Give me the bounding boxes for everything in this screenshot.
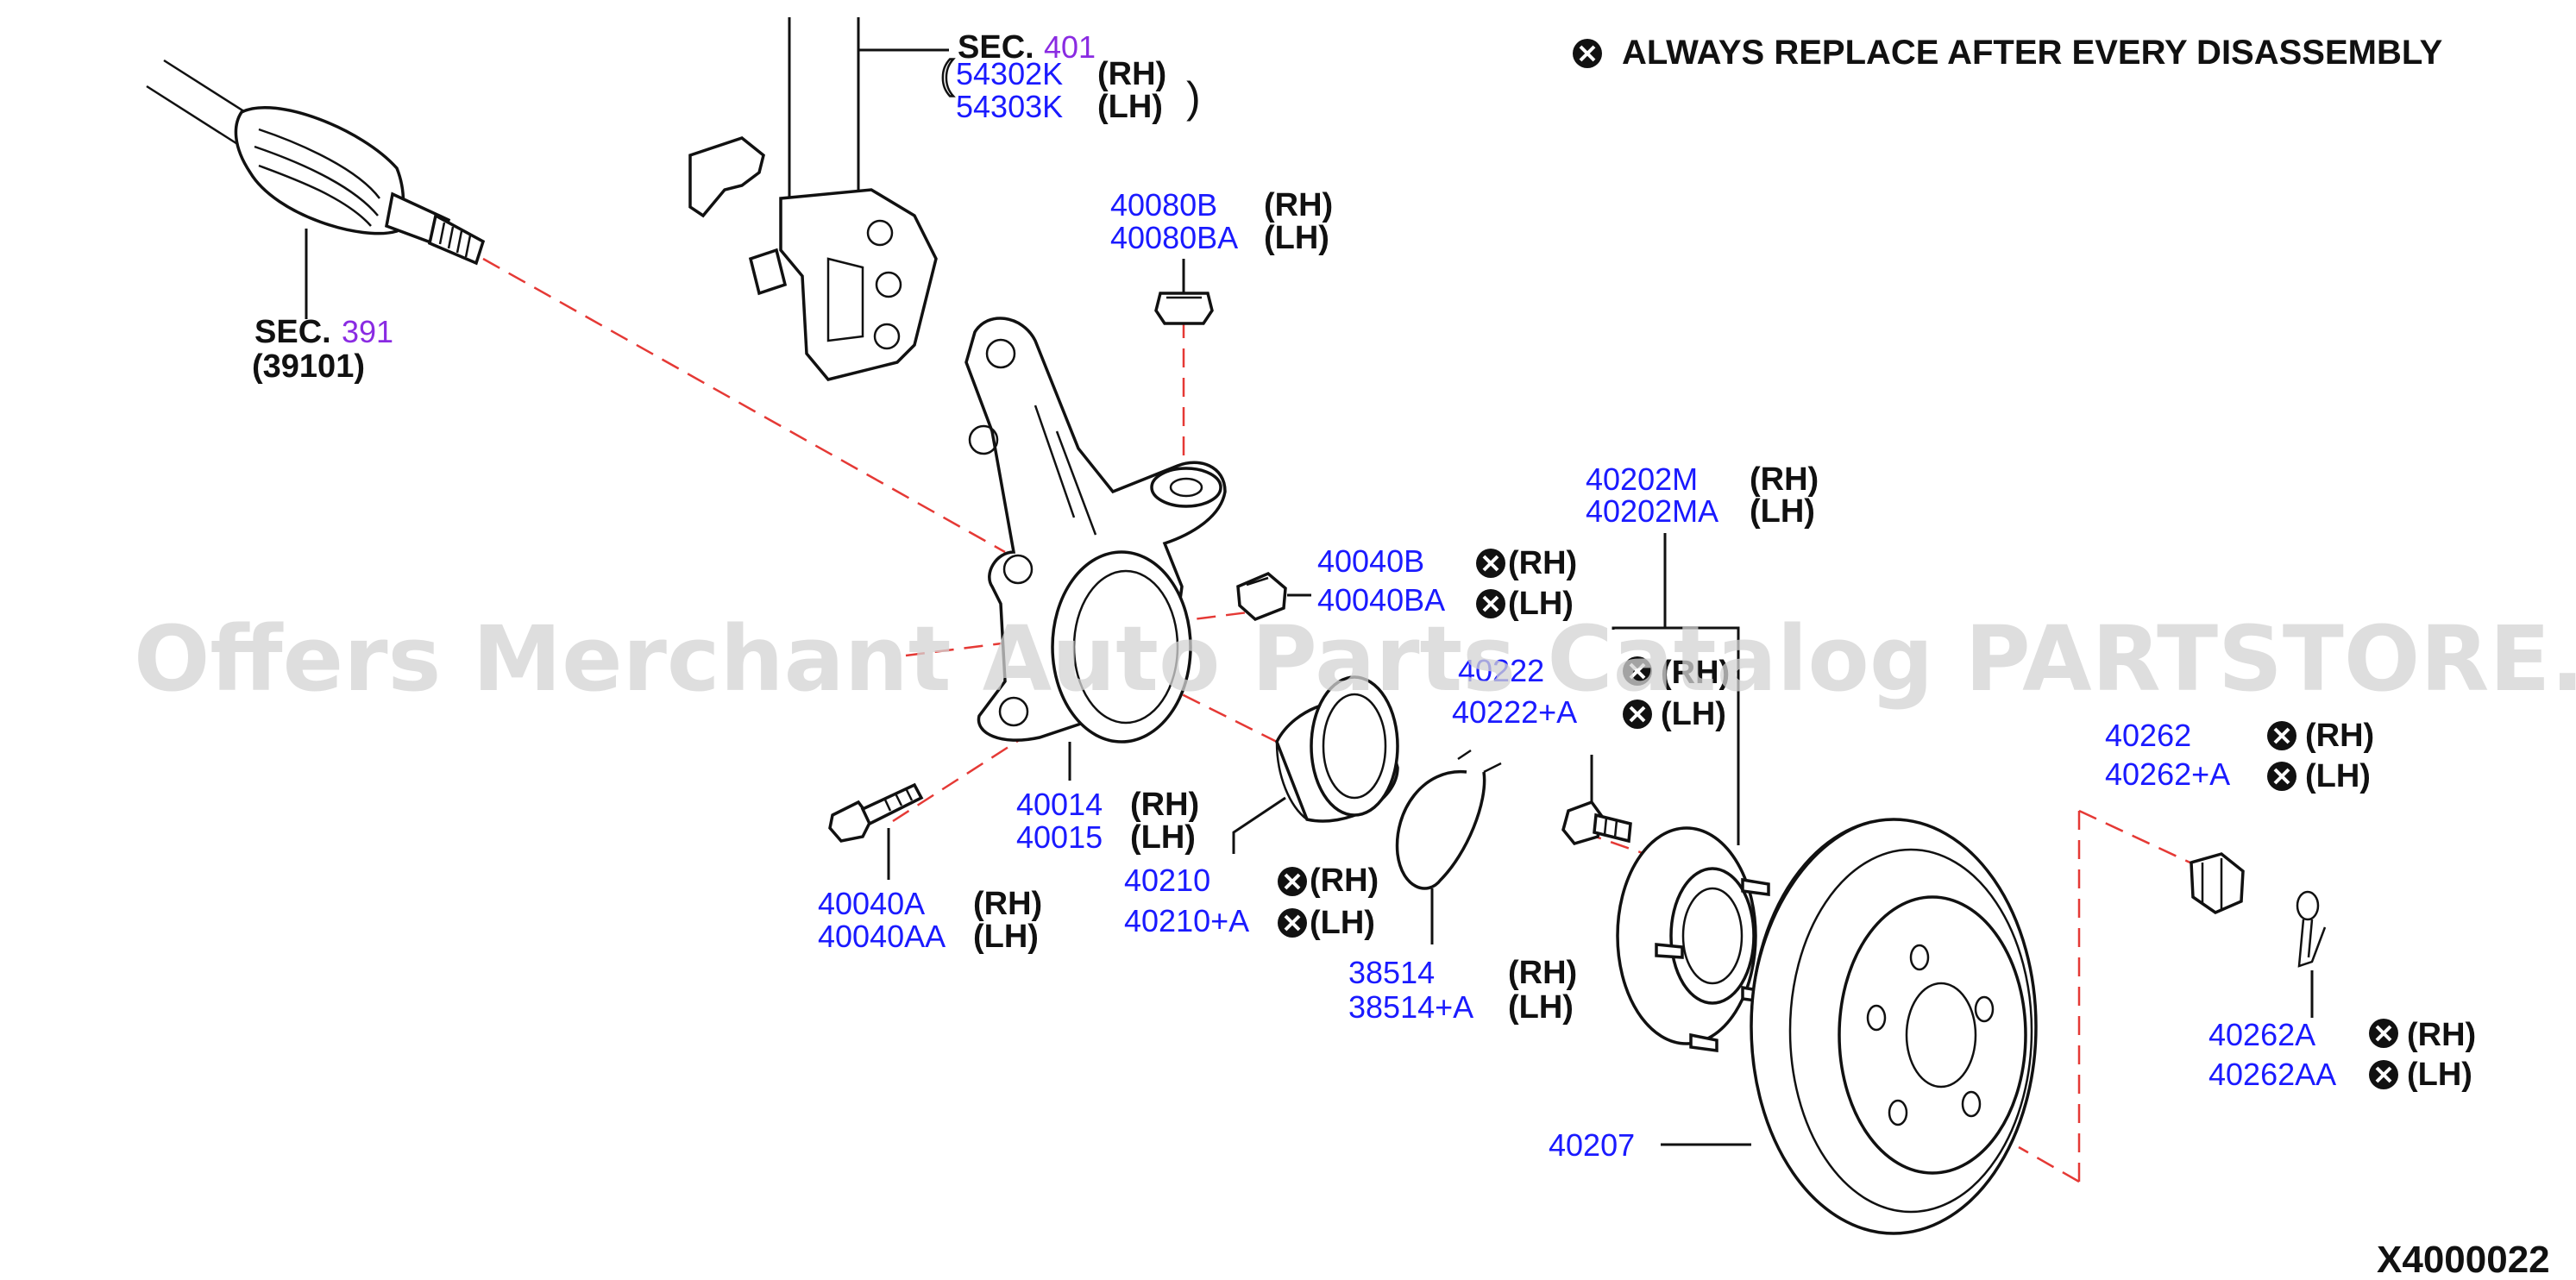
label-40262a: 40262+A	[2105, 756, 2230, 792]
label-40262: 40262	[2105, 718, 2191, 753]
diagram-code: X4000022	[2377, 1239, 2550, 1280]
snap-ring-38514-illustration	[1395, 749, 1502, 944]
sec-strut-number: 401	[1044, 29, 1096, 65]
x-circle-icon	[1276, 865, 1309, 898]
side-40210a: (LH)	[1310, 905, 1375, 941]
label-40080b: 40080B	[1110, 187, 1217, 223]
label-40040ba: 40040BA	[1317, 582, 1445, 618]
side-40040ba: (LH)	[1508, 586, 1574, 622]
side-40040a: (RH)	[973, 886, 1042, 922]
cotter-pin-40262a-illustration	[2296, 890, 2327, 1018]
label-40210a: 40210+A	[1124, 903, 1249, 938]
side-40262A: (RH)	[2407, 1017, 2476, 1053]
side-40262AA: (LH)	[2407, 1057, 2472, 1093]
hub-40202m-illustration	[1612, 533, 1770, 1052]
side-40202ma: (LH)	[1750, 493, 1815, 530]
bracket-open: (	[940, 52, 954, 97]
x-circle-icon	[2367, 1058, 2400, 1091]
nut-40080-illustration	[1154, 259, 1214, 325]
label-40222a: 40222+A	[1452, 694, 1577, 730]
label-40080ba: 40080BA	[1110, 220, 1238, 255]
label-40014: 40014	[1016, 787, 1103, 822]
label-40210: 40210	[1124, 863, 1210, 898]
x-circle-icon	[1571, 37, 1604, 70]
hub-bolt-40222-illustration	[1561, 755, 1632, 846]
label-54302k: 54302K	[956, 56, 1063, 91]
sec-driveshaft-prefix: SEC.	[254, 314, 331, 350]
side-40040aa: (LH)	[973, 919, 1039, 955]
side-40080ba: (LH)	[1264, 220, 1329, 256]
label-40202m: 40202M	[1586, 461, 1698, 497]
side-40080b: (RH)	[1264, 187, 1333, 223]
sec-strut-prefix: SEC.	[958, 29, 1034, 66]
nut-40040b-illustration	[1236, 571, 1311, 622]
side-40015: (LH)	[1130, 819, 1196, 856]
label-40015: 40015	[1016, 819, 1103, 855]
side-40222a: (LH)	[1661, 696, 1726, 732]
label-38514a: 38514+A	[1348, 989, 1473, 1025]
x-circle-icon	[1474, 547, 1507, 580]
label-40262A: 40262A	[2208, 1017, 2315, 1052]
label-38514: 38514	[1348, 955, 1435, 990]
label-40262AA: 40262AA	[2208, 1057, 2336, 1092]
label-40202ma: 40202MA	[1586, 493, 1718, 529]
drive-shaft-illustration	[146, 59, 486, 319]
bracket-close: )	[1186, 73, 1201, 122]
side-40262: (RH)	[2305, 718, 2374, 754]
sec-driveshaft-number: 391	[342, 314, 393, 349]
x-circle-icon	[2265, 719, 2298, 752]
watermark: Offers Merchant Auto Parts Catalog PARTS…	[134, 606, 2576, 712]
label-40207: 40207	[1549, 1127, 1635, 1163]
side-38514a: (LH)	[1508, 989, 1574, 1026]
strut-illustration	[688, 17, 949, 381]
side-40040b: (RH)	[1508, 545, 1577, 581]
bolt-40040a-illustration	[828, 782, 924, 880]
x-circle-icon	[1276, 907, 1309, 939]
side-40014: (RH)	[1130, 787, 1199, 823]
label-40040a: 40040A	[818, 886, 925, 921]
label-40222: 40222	[1458, 653, 1544, 688]
sec-driveshaft-part: (39101)	[252, 348, 365, 385]
side-40210: (RH)	[1310, 863, 1379, 899]
x-circle-icon	[2367, 1017, 2400, 1050]
label-40040b: 40040B	[1317, 543, 1424, 579]
side-54302k: (RH)	[1097, 56, 1166, 92]
brake-disc-40207-illustration	[1661, 818, 2038, 1235]
bearing-40210-illustration	[1232, 675, 1399, 854]
side-40222: (RH)	[1661, 655, 1730, 691]
label-40040aa: 40040AA	[818, 919, 946, 954]
nut-40262-illustration	[2190, 852, 2245, 914]
side-40202m: (RH)	[1750, 461, 1819, 498]
side-38514: (RH)	[1508, 955, 1577, 991]
x-circle-icon	[2265, 760, 2298, 793]
label-54303k: 54303K	[956, 89, 1063, 124]
side-54303k: (LH)	[1097, 89, 1163, 125]
side-40262a: (LH)	[2305, 758, 2371, 794]
notice-text: ALWAYS REPLACE AFTER EVERY DISASSEMBLY	[1622, 34, 2443, 72]
steering-knuckle-illustration	[964, 317, 1227, 781]
